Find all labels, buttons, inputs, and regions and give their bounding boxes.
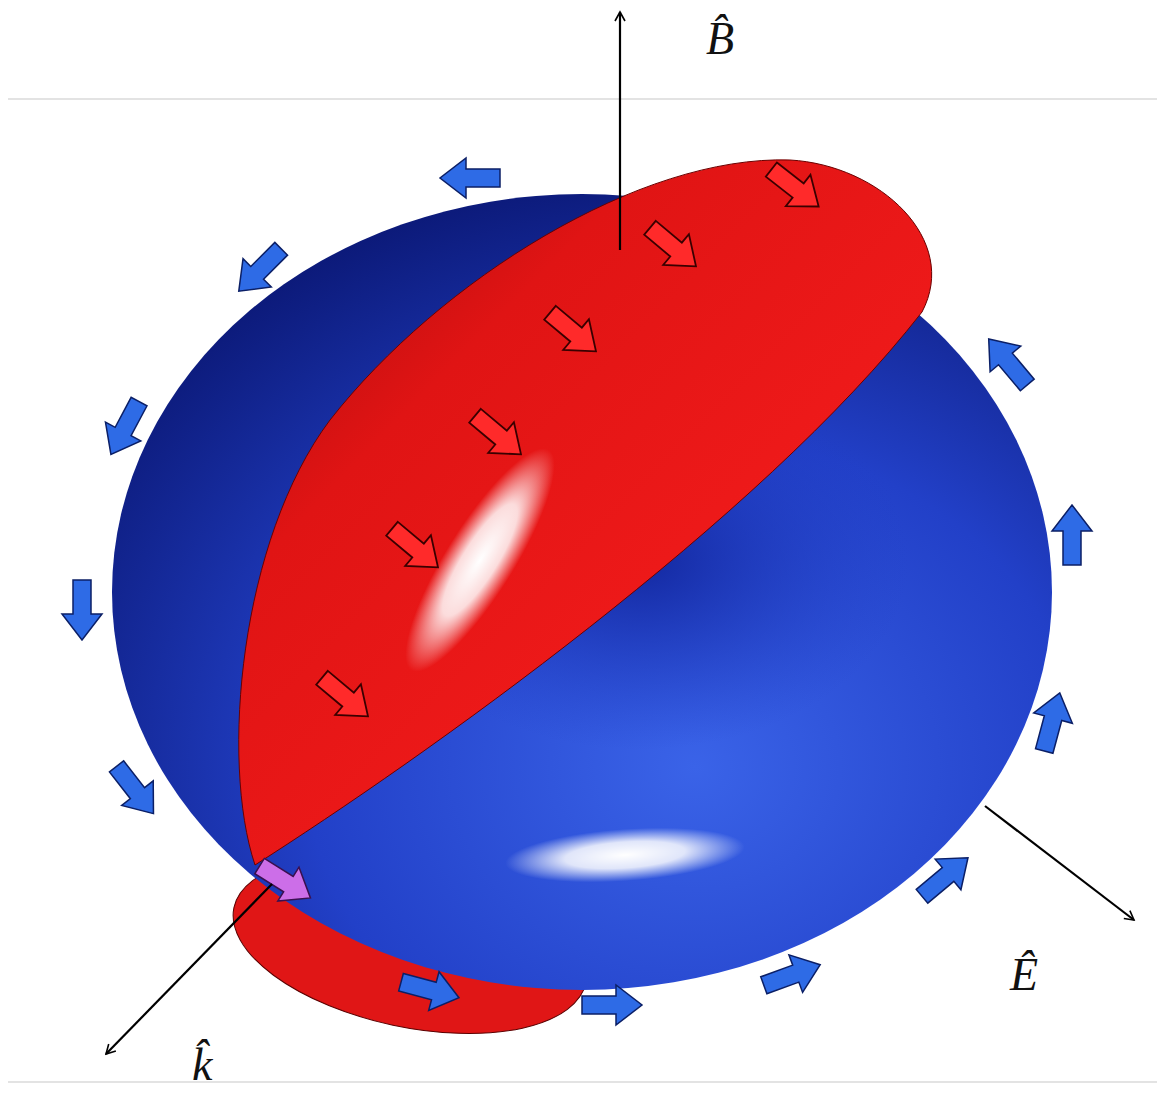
red-arrows bbox=[309, 154, 831, 732]
purple-arrow bbox=[249, 849, 321, 915]
highlight bbox=[503, 821, 746, 890]
axis-label: k̂ bbox=[192, 1040, 212, 1091]
axis-label: B̂ bbox=[706, 14, 734, 65]
red-lobe bbox=[239, 160, 932, 865]
blue-arrows bbox=[62, 158, 1092, 1025]
axes bbox=[106, 12, 1134, 1054]
rule-line bbox=[8, 98, 1157, 99]
rule-line bbox=[8, 1081, 1157, 1082]
axis-label: Ê bbox=[1010, 950, 1038, 1001]
